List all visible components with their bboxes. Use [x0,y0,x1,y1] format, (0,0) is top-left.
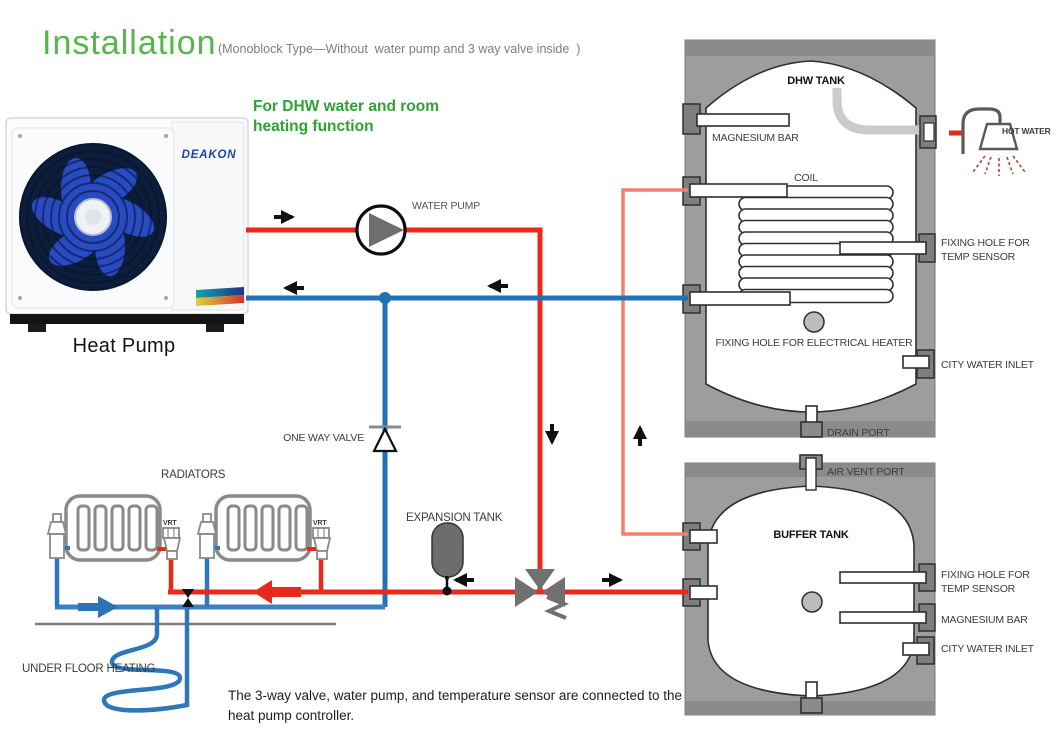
three-way-valve-top [525,569,555,590]
dhw-coil-outlet-tube [689,291,791,306]
dhw-tank-title: DHW TANK [787,75,845,87]
buffer-bottom-box [800,697,823,714]
underfloor-heating-coil [101,607,190,713]
dhw-heater-hole [803,311,825,333]
radiator [214,494,312,562]
three-way-valve-right [542,577,565,607]
dhw-magnesium-bar [696,113,790,127]
dhw-coil-inlet-tube [689,183,788,198]
dhw-drain-box [800,421,823,438]
buffer-magnesium-bar-label: MAGNESIUM BAR [941,614,1028,626]
dhw-temp-sensor-label-2: TEMP SENSOR [941,251,1016,263]
vrt-valve-label: VRT [313,520,327,527]
page-title: Installation [42,24,217,62]
hot-water-tap [949,107,1026,176]
radiator-valve [46,513,68,559]
buffer-temp-sensor-label-2: TEMP SENSOR [941,583,1016,595]
brand-badge-top [196,287,244,298]
buffer-city-water-stub [902,642,930,656]
big-blue-flow-arrow [78,596,118,618]
footer-note-line2: heat pump controller. [228,707,355,723]
heat-pump-unit: DEAKON [5,117,249,332]
buffer-tank [682,454,936,716]
dhw-magnesium-bar-label: MAGNESIUM BAR [712,132,799,144]
footer-note: The 3-way valve, water pump, and tempera… [228,686,682,725]
buffer-city-water-label: CITY WATER INLET [941,643,1035,655]
dhw-hot-water-stub [923,122,935,142]
page-subtitle: (Monoblock Type—Without water pump and 3… [218,42,581,56]
water-pump-label: WATER PUMP [412,200,480,212]
dhw-city-water-stub [902,355,930,369]
dhw-internal-pipe [832,88,922,135]
buffer-upper-left-stub [689,529,718,544]
dhw-city-water-label: CITY WATER INLET [941,359,1035,371]
buffer-tank-cavity [707,485,915,697]
bypass-valve [182,589,194,607]
radiator [64,494,162,562]
radiators-label: RADIATORS [161,469,226,481]
fan-grille [19,143,167,291]
radiator-valve [196,513,218,559]
dhw-temp-sensor-tube [839,241,927,255]
water-spray-icon [972,155,1026,176]
three-way-valve-left [515,577,538,607]
dhw-temp-sensor-label-1: FIXING HOLE FOR [941,237,1030,249]
expansion-tank-nipple [445,576,449,580]
buffer-magnesium-bar [839,611,927,624]
hot-water-label: HOT WATER [1002,126,1051,136]
buffer-lower-left-stub [689,585,718,600]
expansion-tank-junction-dot [442,586,452,596]
fan-hub-center [85,209,101,225]
one-way-valve-label: ONE WAY VALVE [283,432,364,444]
brand-badge-bottom [196,295,244,306]
heat-pump-brand: DEAKON [182,149,237,161]
dhw-drain-port-label: DRAIN PORT [827,427,890,439]
heat-pump-label: Heat Pump [73,335,176,357]
vrt-valve [312,527,332,560]
footer-note-line1: The 3-way valve, water pump, and tempera… [228,688,682,703]
vrt-valve-label: VRT [163,520,177,527]
three-way-valve-actuator [544,595,569,620]
function-line2: heating function [253,118,374,135]
vrt-valve [162,527,182,560]
pipe-junction-dot [379,292,391,304]
dhw-coil [738,185,894,304]
radiators [64,494,312,562]
heat-pump-foot-right [206,324,224,332]
three-way-valve [515,569,569,620]
panel-screws [18,134,168,300]
buffer-air-vent-label: AIR VENT PORT [827,466,905,478]
dhw-coil-label: COIL [794,172,818,184]
buffer-temp-sensor-label-1: FIXING HOLE FOR [941,569,1030,581]
under-floor-heating-label: UNDER FLOOR HEATING [22,663,156,675]
water-pump [355,204,407,256]
one-way-valve-icon [372,426,398,453]
flow-arrows [274,210,647,587]
dhw-tank [682,39,937,438]
pipe-hot-supply [246,227,543,590]
one-way-valve [369,425,401,453]
buffer-temp-sensor-tube [839,571,927,584]
water-pump-rotor-icon [369,213,404,247]
big-red-flow-arrow [253,580,301,604]
heat-pump-base [10,314,244,324]
expansion-tank [431,522,464,596]
heat-pump-foot-left [28,324,46,332]
shower-head-icon [978,122,1019,151]
pipe-dhw-loop [621,188,688,536]
buffer-sensor-hole [801,591,823,613]
buffer-air-vent-stub [805,457,817,491]
buffer-tank-title: BUFFER TANK [773,529,848,541]
pipes [54,188,688,713]
expansion-tank-vessel [431,522,464,578]
tap-spout [961,107,1002,154]
dhw-tank-top-strip [685,40,935,56]
expansion-tank-label: EXPANSION TANK [406,512,503,524]
heat-pump-side-panel [171,121,245,311]
dhw-heater-label: FIXING HOLE FOR ELECTRICAL HEATER [715,337,913,349]
function-line1: For DHW water and room [253,98,440,115]
function-description: For DHW water and room heating function [253,97,439,137]
